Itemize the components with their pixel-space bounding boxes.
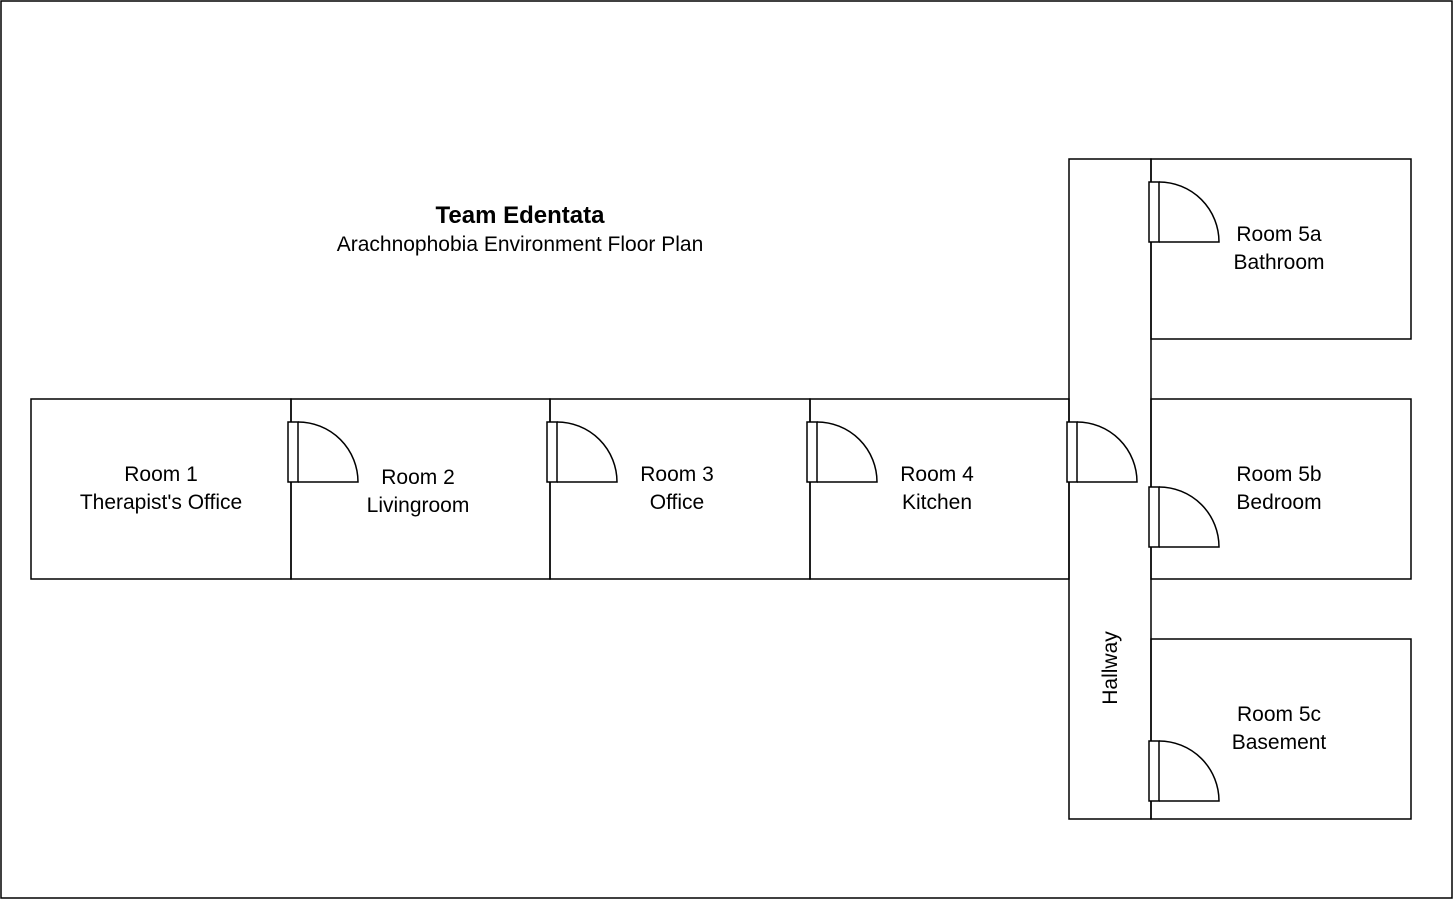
door-room-5b-icon (1148, 486, 1220, 548)
room-1-number: Room 1 (124, 463, 198, 486)
room-3-name: Office (649, 491, 705, 514)
room-3-number: Room 3 (640, 463, 714, 486)
room-4-number: Room 4 (900, 463, 974, 486)
room-4-label: Room 4 Kitchen (817, 461, 1057, 517)
room-5b-name: Bedroom (1236, 491, 1322, 514)
door-room-3-icon (546, 421, 618, 483)
door-room-4-icon (806, 421, 878, 483)
title-subtitle: Arachnophobia Environment Floor Plan (336, 233, 704, 256)
room-1-name: Therapist's Office (79, 491, 243, 514)
room-5b-label: Room 5b Bedroom (1159, 461, 1399, 517)
room-5b-number: Room 5b (1236, 463, 1322, 486)
room-1-label: Room 1 Therapist's Office (31, 461, 291, 517)
room-5a-number: Room 5a (1236, 223, 1322, 246)
room-5a-outline (1150, 158, 1412, 340)
room-2-number: Room 2 (381, 466, 455, 489)
title-main: Team Edentata (435, 202, 605, 229)
room-2-name: Livingroom (366, 494, 470, 517)
room-5c-name: Basement (1231, 731, 1327, 754)
room-5c-label: Room 5c Basement (1159, 701, 1399, 757)
room-5c-outline (1150, 638, 1412, 820)
diagram-title: Team Edentata Arachnophobia Environment … (300, 200, 740, 258)
door-room-5c-icon (1148, 740, 1220, 802)
door-room-5a-icon (1148, 181, 1220, 243)
door-hallway-icon (1066, 421, 1138, 483)
room-5c-number: Room 5c (1236, 703, 1322, 726)
room-5a-name: Bathroom (1233, 251, 1325, 274)
hallway-label: Hallway (1099, 631, 1122, 705)
room-2-label: Room 2 Livingroom (298, 464, 538, 520)
room-3-label: Room 3 Office (557, 461, 797, 517)
room-4-name: Kitchen (901, 491, 973, 514)
room-5a-label: Room 5a Bathroom (1159, 221, 1399, 277)
door-room-2-icon (287, 421, 359, 483)
